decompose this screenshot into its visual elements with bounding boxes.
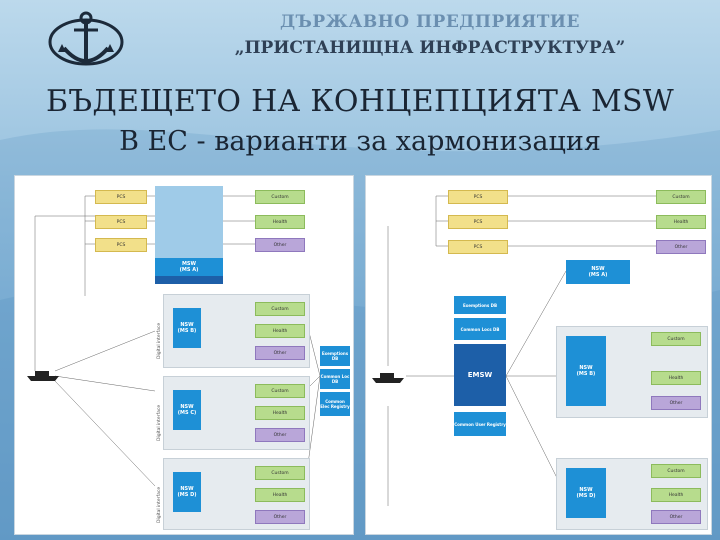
nsw-b-label: NSW (MS B) [173,308,201,348]
msw-a-interface [155,276,223,284]
pcs-1: PCS [95,190,147,204]
right-pcs-2: PCS [448,215,508,229]
nsw-b-customs: Custom [255,302,305,316]
right-ship-icon [372,373,404,383]
central-common-locs: Common Locs DB [454,318,506,340]
pcs-3: PCS [95,238,147,252]
nsw-d-health: Health [255,488,305,502]
organization-type: ДЪРЖАВНО ПРЕДПРИЯТИЕ [280,12,580,32]
health-authority: Health [255,215,305,229]
other-authority: Other [255,238,305,252]
side-label-b: Digital interface [157,322,162,359]
right-pcs-3: PCS [448,240,508,254]
central-user-registry: Common User Registry [454,412,506,436]
repo-exemptions: Exemptions DB [320,346,350,366]
nsw-d-customs: Custom [255,466,305,480]
right-d-health: Health [651,488,701,502]
pcs-2: PCS [95,215,147,229]
ship-note [27,386,65,426]
repo-common-loc: Common Loc DB [320,369,350,389]
right-b-customs: Custom [651,332,701,346]
nsw-c-other: Other [255,428,305,442]
right-pcs-1: PCS [448,190,508,204]
right-health: Health [656,215,706,229]
organization-name: „ПРИСТАНИЩНА ИНФРАСТРУКТУРА” [234,38,626,58]
nsw-c-label: NSW (MS C) [173,390,201,430]
nsw-b-health: Health [255,324,305,338]
right-nsw-b: NSW (MS B) [566,336,606,406]
anchor-logo-icon [48,11,124,66]
right-d-other: Other [651,510,701,524]
central-exemptions: Exemptions DB [454,296,506,314]
nsw-c-health: Health [255,406,305,420]
nsw-b-other: Other [255,346,305,360]
right-nsw-a: NSW (MS A) [566,260,630,284]
right-b-other: Other [651,396,701,410]
customs-authority: Custom [255,190,305,204]
slide-title: БЪДЕЩЕТО НА КОНЦЕПЦИЯТА MSW [45,84,675,119]
right-b-health: Health [651,371,701,385]
ship-icon [27,371,59,381]
right-nsw-d: NSW (MS D) [566,468,606,518]
nsw-d-other: Other [255,510,305,524]
side-label-c: Digital interface [157,404,162,441]
right-d-customs: Custom [651,464,701,478]
slide-subtitle: В ЕС - варианти за хармонизация [119,126,601,157]
legend-note [25,511,145,525]
nsw-c-customs: Custom [255,384,305,398]
nsw-d-label: NSW (MS D) [173,472,201,512]
side-label-d: Digital interface [157,486,162,523]
right-customs: Custom [656,190,706,204]
left-diagram: PCS PCS PCS Custom Health Other MSW (MS … [14,175,354,535]
emsw-block: EMSW [454,344,506,406]
right-diagram: PCS PCS PCS Custom Health Other NSW (MS … [365,175,712,535]
repo-common-registry: Common Elec Registry [320,392,350,416]
msw-a-block [155,186,223,258]
right-other: Other [656,240,706,254]
right-legend-note [428,512,548,526]
msw-a-label: MSW (MS A) [155,258,223,276]
